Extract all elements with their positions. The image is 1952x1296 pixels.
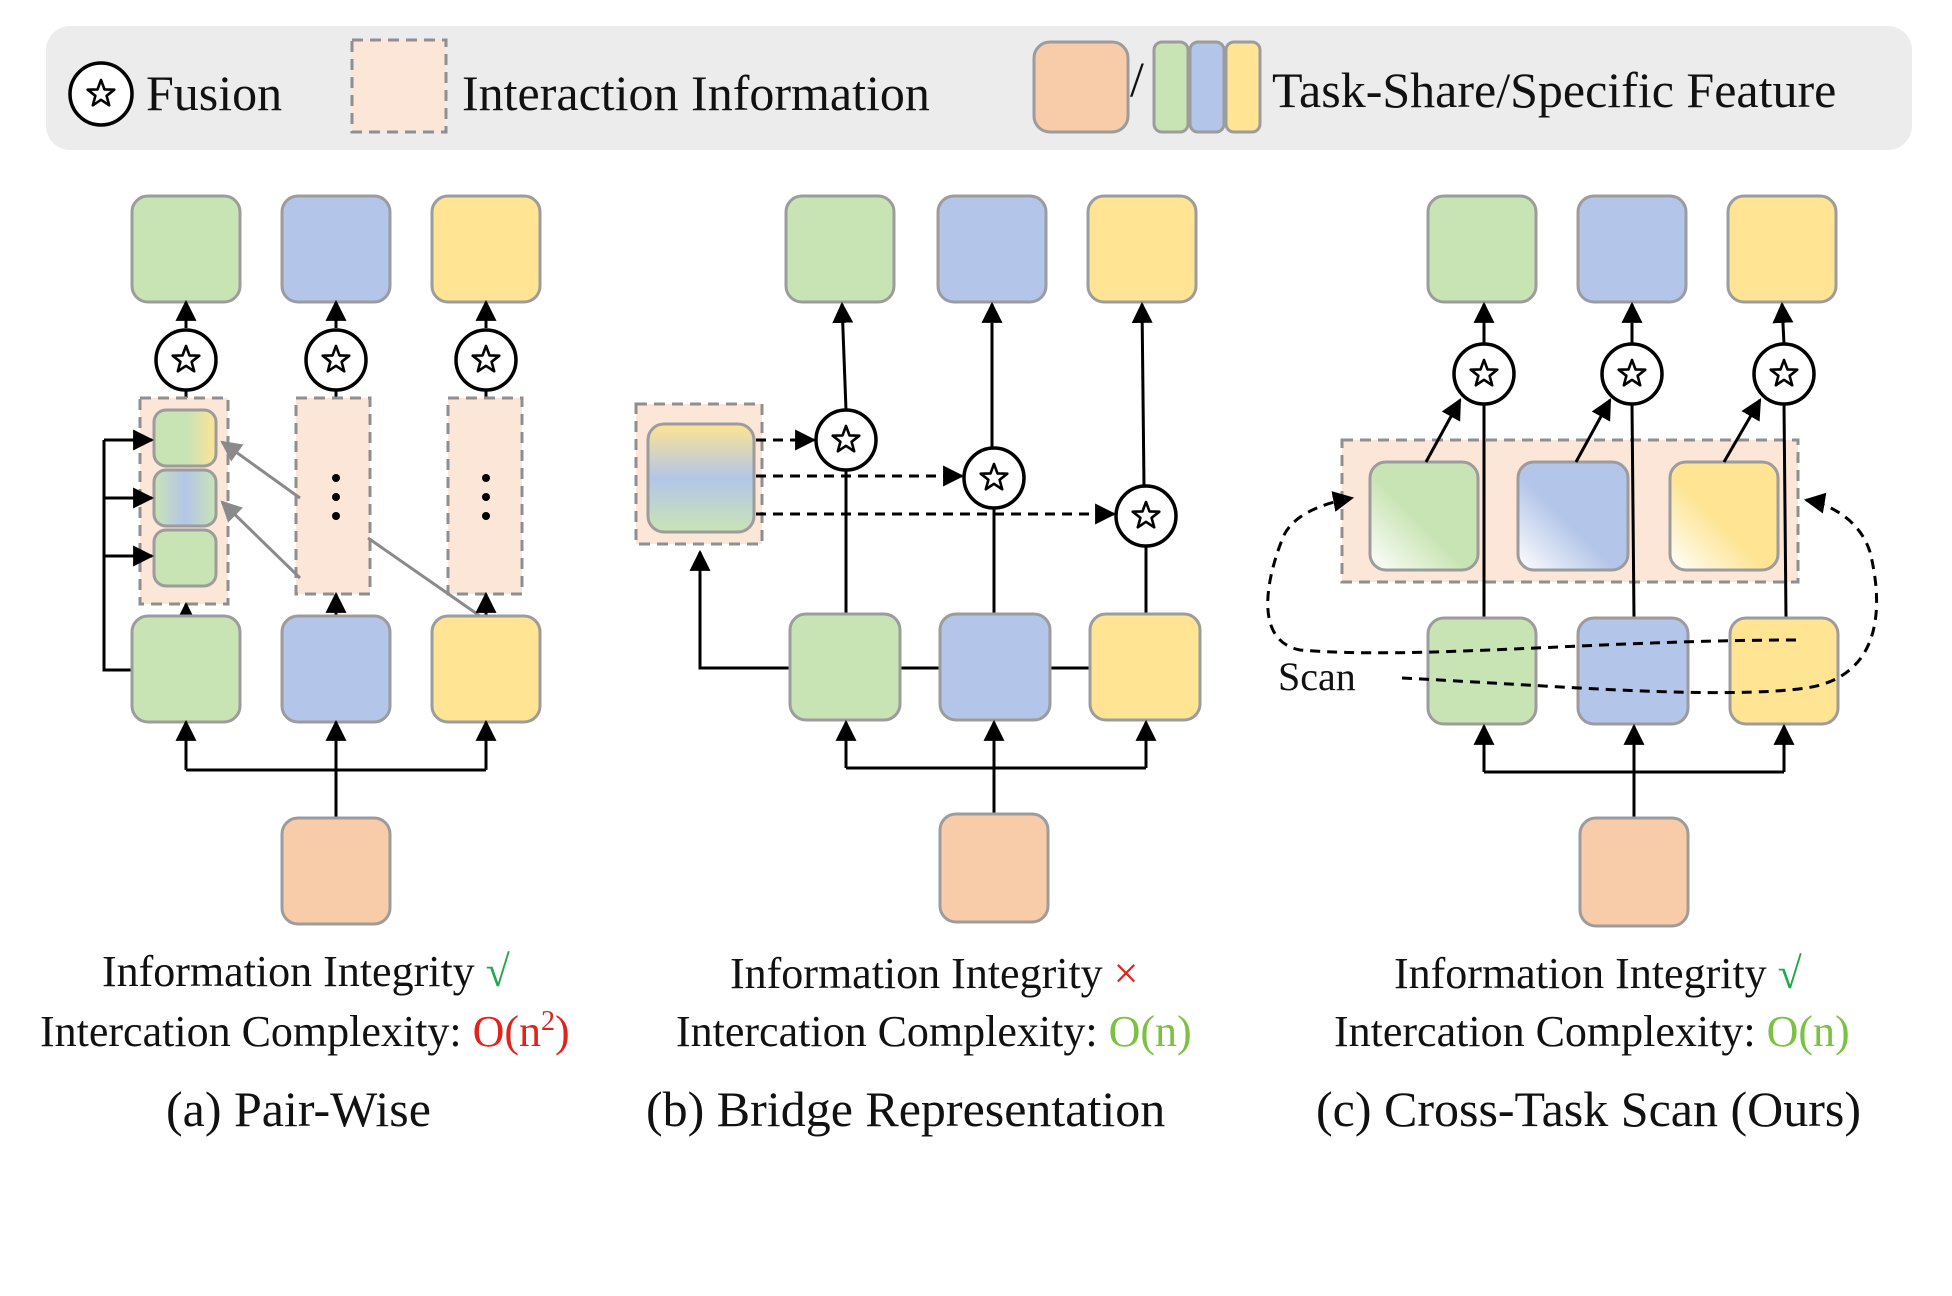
output-green-block [130, 194, 242, 304]
panel-caption-bridge: (b) Bridge Representation [646, 1081, 1165, 1137]
output-blue-block [936, 194, 1048, 304]
shared-feature-block [280, 816, 392, 926]
output-yellow-block [1086, 194, 1198, 304]
output-blue-block [1576, 194, 1688, 304]
task-feature-blue [280, 614, 392, 724]
task-feature-yellow [1088, 612, 1202, 722]
output-yellow-block [430, 194, 542, 304]
integrity-cross-mark: × [1114, 949, 1139, 998]
vertical-ellipsis-icon [332, 474, 340, 520]
scanned-feature-yellow [1668, 460, 1780, 572]
fusion-star-icon [154, 328, 218, 392]
legend-shared-swatch [1032, 40, 1130, 134]
task-feature-green [130, 614, 242, 724]
pair-feature-green-yellow [152, 408, 218, 468]
fusion-star-icon [962, 446, 1026, 510]
pair-feature-green-blue [152, 468, 218, 528]
output-blue-block [280, 194, 392, 304]
panel-bridge-representation: Information Integrity × Intercation Comp… [634, 194, 1202, 1137]
pair-feature-green [152, 528, 218, 588]
legend-interaction-label: Interaction Information [462, 65, 930, 121]
integrity-label: Information Integrity √ [1394, 949, 1803, 998]
fusion-star-icon [1752, 342, 1816, 406]
complexity-value-linear: O(n) [1767, 1007, 1850, 1056]
fusion-star-icon [1600, 342, 1664, 406]
integrity-label: Information Integrity √ [102, 947, 511, 996]
legend-background [46, 26, 1912, 150]
bridge-representation-block [646, 422, 756, 534]
integrity-check-mark: √ [486, 947, 511, 996]
legend-fusion-star-icon [68, 61, 134, 127]
task-feature-blue [938, 612, 1052, 722]
legend: Fusion Interaction Information / Task-Sh… [46, 26, 1912, 150]
scanned-feature-green [1368, 460, 1480, 572]
output-green-block [1426, 194, 1538, 304]
complexity-label: Intercation Complexity: O(n2) [40, 1006, 570, 1056]
task-feature-green [788, 612, 902, 722]
fusion-star-icon [304, 328, 368, 392]
fusion-star-icon [814, 408, 878, 472]
panel-caption-cross-task-scan: (c) Cross-Task Scan (Ours) [1316, 1081, 1861, 1137]
complexity-value-quadratic: O(n2) [473, 1006, 570, 1056]
legend-green-swatch [1152, 40, 1190, 134]
shared-feature-block [938, 812, 1050, 924]
complexity-value-linear: O(n) [1109, 1007, 1192, 1056]
panel-pair-wise: Information Integrity √ Intercation Comp… [40, 194, 570, 1137]
legend-interaction-swatch [350, 38, 448, 134]
legend-feature-label: Task-Share/Specific Feature [1272, 62, 1836, 118]
legend-fusion-label: Fusion [146, 65, 282, 121]
task-feature-green [1426, 616, 1538, 726]
integrity-check-mark: √ [1778, 949, 1803, 998]
task-feature-yellow [1728, 616, 1840, 726]
panel-cross-task-scan: Scan Information Integrity √ Intercation… [1266, 194, 1879, 1137]
fusion-star-icon [454, 328, 518, 392]
legend-blue-swatch [1188, 40, 1226, 134]
legend-slash: / [1130, 51, 1144, 107]
integrity-label: Information Integrity × [730, 949, 1139, 998]
scan-label: Scan [1278, 654, 1356, 699]
vertical-ellipsis-icon [482, 474, 490, 520]
legend-yellow-swatch [1224, 40, 1262, 134]
output-green-block [784, 194, 896, 304]
shared-feature-block [1578, 816, 1690, 928]
complexity-label: Intercation Complexity: O(n) [676, 1007, 1192, 1056]
output-yellow-block [1726, 194, 1838, 304]
scan-path-left [1266, 491, 1797, 655]
panel-caption-pair-wise: (a) Pair-Wise [166, 1081, 431, 1137]
task-feature-yellow [430, 614, 542, 724]
fusion-star-icon [1114, 484, 1178, 548]
fusion-star-icon [1452, 342, 1516, 406]
task-feature-blue [1576, 616, 1690, 726]
scan-path-right [1401, 492, 1879, 695]
complexity-label: Intercation Complexity: O(n) [1334, 1007, 1850, 1056]
scanned-feature-blue [1516, 460, 1630, 572]
